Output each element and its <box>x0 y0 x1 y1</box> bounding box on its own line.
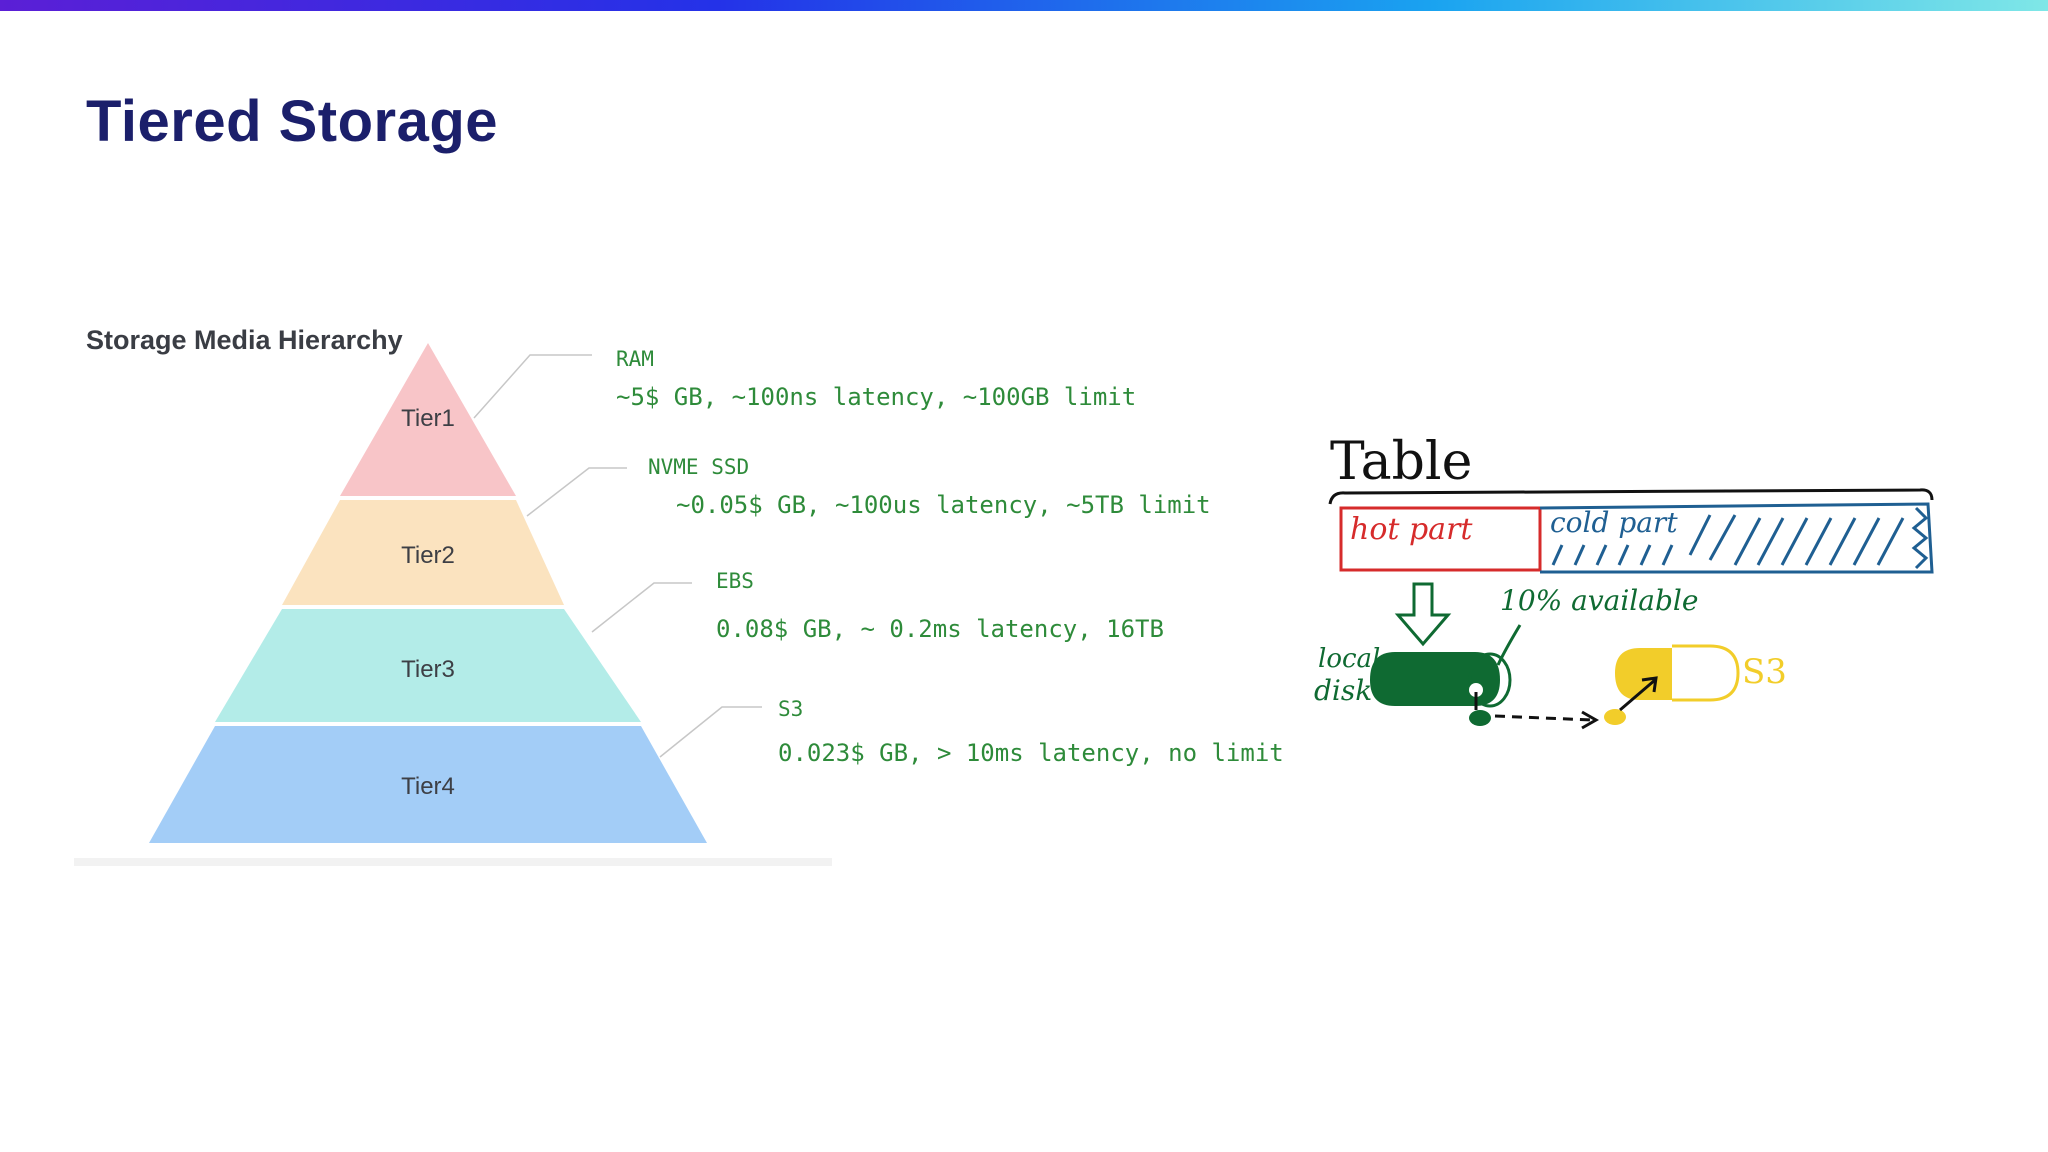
annotation-name: S3 <box>778 697 804 721</box>
cold-part-box <box>1539 502 1934 574</box>
pyramid-graphic <box>74 343 832 866</box>
annotation-s3: S3 0.023$ GB, > 10ms latency, no limit <box>778 690 1284 772</box>
annotation-nvme: NVME SSD ~0.05$ GB, ~100us latency, ~5TB… <box>648 448 1211 524</box>
leader-line-nvme <box>526 467 627 517</box>
table-brace <box>1328 488 1934 505</box>
annotation-name: EBS <box>716 569 754 593</box>
s3-bucket-outline <box>1672 644 1740 702</box>
local-disk-cap <box>1468 652 1512 708</box>
tiering-sketch-graphic <box>1328 488 1934 730</box>
annotation-ram: RAM ~5$ GB, ~100ns latency, ~100GB limit <box>616 340 1136 416</box>
s3-drop <box>1604 709 1626 725</box>
annotation-name: RAM <box>616 347 654 371</box>
pyramid-heading: Storage Media Hierarchy <box>86 325 403 355</box>
annotation-detail: ~5$ GB, ~100ns latency, ~100GB limit <box>616 383 1137 411</box>
tier4-label: Tier4 <box>401 773 455 800</box>
tier1-label: Tier1 <box>401 405 455 432</box>
local-disk-shape <box>1370 652 1500 706</box>
available-pointer <box>1496 624 1522 666</box>
disk-drop <box>1469 710 1491 726</box>
down-arrow <box>1394 582 1452 647</box>
annotation-detail: ~0.05$ GB, ~100us latency, ~5TB limit <box>676 491 1211 519</box>
annotation-detail: 0.08$ GB, ~ 0.2ms latency, 16TB <box>716 615 1164 643</box>
hot-part-label: hot part <box>1350 512 1473 547</box>
tier1-shape <box>340 343 516 496</box>
cold-zigzag <box>1911 506 1929 570</box>
slide-title: Tiered Storage <box>86 89 499 154</box>
annotation-detail: 0.023$ GB, > 10ms latency, no limit <box>778 739 1284 767</box>
tier3-shape <box>215 609 641 722</box>
s3-label: S3 <box>1742 652 1787 692</box>
available-label: 10% available <box>1500 584 1699 617</box>
top-gradient-bar <box>0 0 2048 11</box>
local-disk-label-2: disk <box>1314 674 1373 707</box>
tier4-shape <box>149 726 707 843</box>
tier3-label: Tier3 <box>401 656 455 683</box>
table-label: Table <box>1330 432 1473 492</box>
cold-hatch <box>1551 514 1905 566</box>
migration-arrowhead <box>1581 710 1600 730</box>
annotation-name: NVME SSD <box>648 455 750 479</box>
annotation-ebs: EBS 0.08$ GB, ~ 0.2ms latency, 16TB <box>716 562 1164 648</box>
tier2-label: Tier2 <box>401 542 455 569</box>
migration-arrow <box>1494 714 1593 722</box>
leader-line-ram <box>473 354 592 419</box>
cold-part-label: cold part <box>1550 506 1678 539</box>
s3-bucket-filled <box>1615 648 1672 700</box>
leader-line-ebs <box>591 582 692 633</box>
leader-line-s3 <box>659 706 762 758</box>
s3-up-arrow <box>1619 676 1658 712</box>
hot-part-box <box>1339 506 1542 572</box>
local-disk-label-1: local <box>1318 644 1381 674</box>
local-disk-spot <box>1469 683 1483 697</box>
tier2-shape <box>282 500 564 605</box>
pyramid-shadow <box>74 858 832 866</box>
